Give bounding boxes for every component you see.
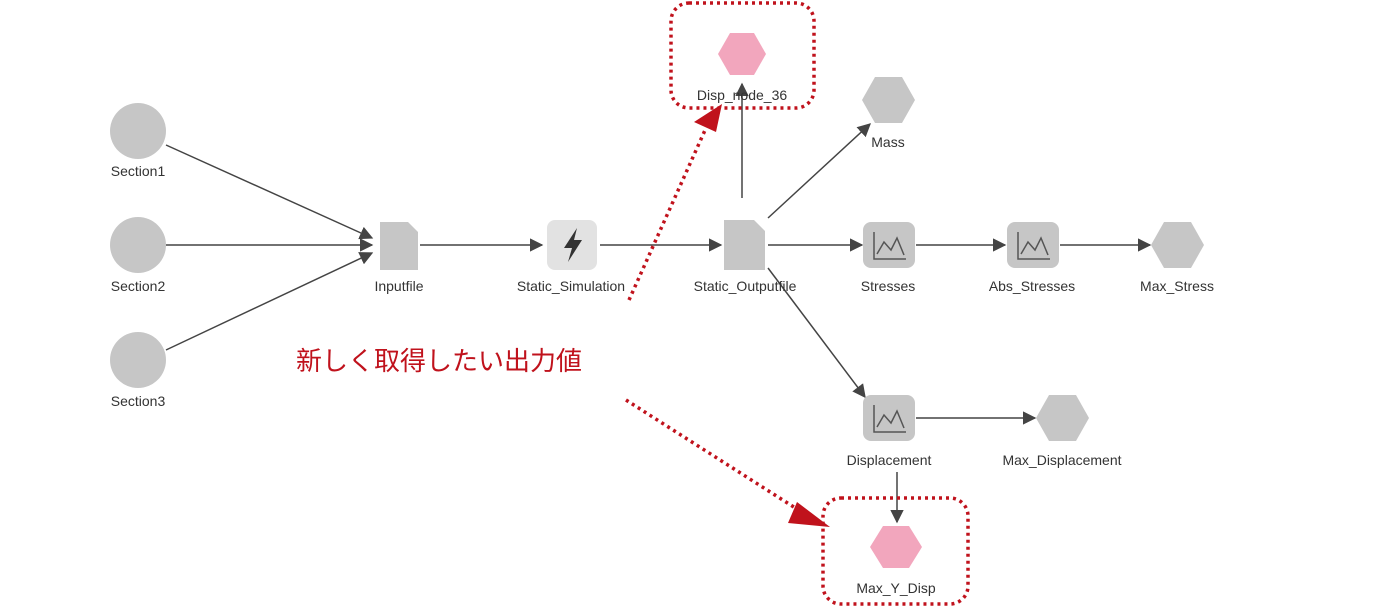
line-chart-icon (873, 232, 906, 260)
file-icon (724, 220, 765, 270)
node-max-y-disp[interactable]: Max_Y_Disp (856, 526, 936, 596)
input-circle-icon (110, 103, 166, 159)
edge-section1-inputfile (165, 144, 374, 240)
file-icon (380, 222, 418, 270)
node-max-displacement[interactable]: Max_Displacement (1002, 395, 1122, 468)
line-chart-icon (873, 405, 906, 433)
highlight-box-max-y-disp (821, 496, 970, 606)
node-label: Abs_Stresses (989, 278, 1075, 294)
chart-node-box (863, 222, 915, 268)
node-section2[interactable]: Section2 (110, 217, 166, 294)
edge-section3-inputfile (165, 252, 374, 351)
chart-node-box (863, 395, 915, 441)
node-section3[interactable]: Section3 (110, 332, 166, 409)
node-label: Stresses (861, 278, 915, 294)
node-label: Section3 (111, 393, 166, 409)
node-section1[interactable]: Section1 (110, 103, 166, 179)
line-chart-icon (1017, 232, 1050, 260)
node-mass[interactable]: Mass (862, 77, 915, 150)
node-label: Section1 (111, 163, 166, 179)
node-label: Static_Outputfile (694, 278, 797, 294)
node-label: Inputfile (374, 278, 423, 294)
node-label: Max_Y_Disp (856, 580, 936, 596)
node-max-stress[interactable]: Max_Stress (1140, 222, 1214, 294)
callout-arrowhead-down (788, 502, 830, 527)
chart-node-box (1007, 222, 1059, 268)
node-label: Static_Simulation (517, 278, 625, 294)
node-label: Displacement (847, 452, 932, 468)
node-stresses[interactable]: Stresses (861, 222, 915, 294)
callout-arrows (625, 104, 830, 527)
output-hexagon-icon (1151, 222, 1204, 268)
node-label: Max_Stress (1140, 278, 1214, 294)
highlight-box-disp-node (669, 1, 816, 110)
output-hexagon-icon (862, 77, 915, 123)
node-label: Mass (871, 134, 904, 150)
node-abs-stresses[interactable]: Abs_Stresses (989, 222, 1075, 294)
input-circle-icon (110, 332, 166, 388)
node-static-simulation[interactable]: Static_Simulation (517, 220, 625, 294)
output-hexagon-icon (1036, 395, 1089, 441)
node-disp-node-36[interactable]: Disp_node_36 (697, 33, 788, 103)
node-static-outputfile[interactable]: Static_Outputfile (694, 220, 797, 294)
node-displacement[interactable]: Displacement (847, 395, 932, 468)
edge-outputfile-mass (767, 123, 871, 219)
output-hexagon-icon (718, 33, 766, 75)
output-hexagon-icon (870, 526, 922, 568)
input-circle-icon (110, 217, 166, 273)
callout-label: 新しく取得したい出力値 (296, 347, 582, 377)
callout-arrow-up (627, 127, 708, 301)
node-label: Section2 (111, 278, 166, 294)
node-inputfile[interactable]: Inputfile (374, 222, 424, 294)
edge-outputfile-displacement (767, 267, 866, 399)
lightning-icon (564, 228, 582, 262)
node-label: Max_Displacement (1002, 452, 1121, 468)
node-label: Disp_node_36 (697, 87, 788, 103)
callout-arrow-down (625, 398, 801, 513)
callout-arrowhead-up (694, 104, 722, 132)
